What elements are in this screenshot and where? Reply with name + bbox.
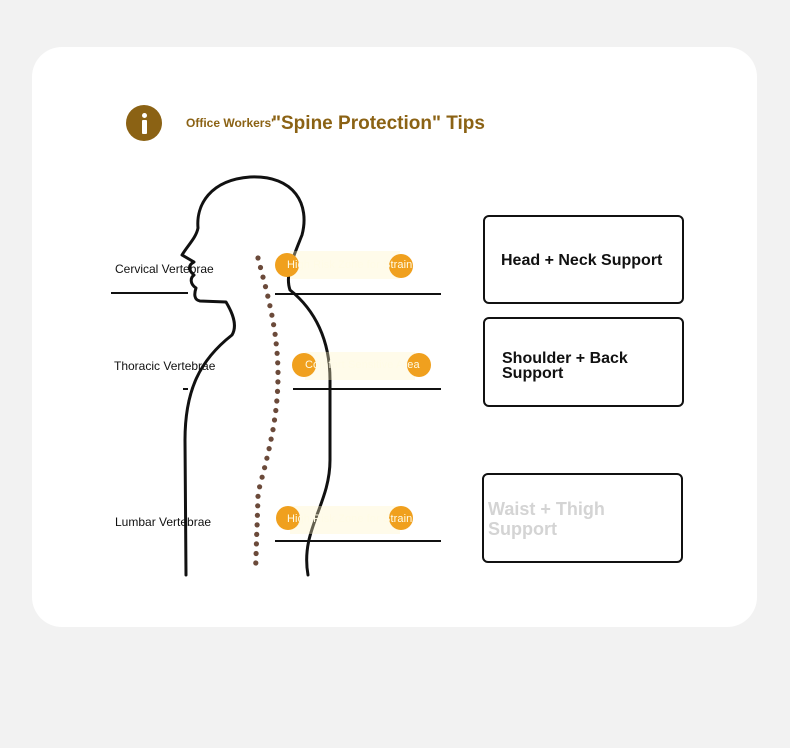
spine-dot	[265, 293, 271, 299]
spine-dot	[274, 398, 280, 404]
spine-dot	[262, 465, 268, 471]
spine-dot	[259, 474, 265, 480]
title-prefix: Office Workers'	[186, 116, 274, 130]
spine-dot	[273, 341, 279, 347]
spine-dot	[270, 427, 276, 433]
spine-dot	[275, 369, 281, 375]
spine-dot	[254, 512, 260, 518]
zone-label-2: Comfort Sensitive Area	[305, 359, 420, 371]
spine-dot	[275, 379, 281, 385]
spine-dot	[253, 560, 259, 566]
zone-marker-1b	[389, 254, 413, 278]
spine-dot	[255, 503, 261, 509]
support-label-waist-thigh: Waist + Thigh Support	[488, 499, 605, 539]
zone-marker-3a	[276, 506, 300, 530]
zone-label-3: High Risk Zone for Strain	[287, 513, 413, 525]
support-box-shoulder-back: Shoulder + Back Support	[483, 317, 684, 407]
spine-dot	[257, 484, 263, 490]
vertebra-label-lumbar: Lumbar Vertebrae	[115, 515, 212, 529]
spine-dot	[274, 388, 281, 394]
zone-marker-2b	[407, 353, 431, 377]
spine-dot	[262, 284, 269, 290]
spine-dot	[257, 264, 264, 271]
spine-dot	[255, 493, 261, 499]
zone-marker-2a	[292, 353, 316, 377]
spine-dot	[267, 303, 273, 309]
spine-dot	[269, 312, 275, 318]
vertebra-label-cervical: Cervical Vertebrae	[115, 262, 214, 276]
zone-marker-1a	[275, 253, 299, 277]
spine-dot	[274, 350, 280, 356]
spine-dot	[253, 550, 259, 557]
spine-dots	[253, 255, 281, 566]
spine-dot	[275, 360, 281, 366]
title-row: Office Workers' "Spine Protection" Tips	[126, 105, 485, 143]
head-body-outline	[180, 175, 332, 577]
support-label-shoulder-back: Shoulder + Back Support	[502, 350, 628, 382]
zone-marker-3b	[389, 506, 413, 530]
spine-dot	[273, 407, 279, 414]
zone-label-1: High Risk Zone for Strain	[287, 259, 413, 271]
spine-dot	[255, 255, 261, 261]
info-icon	[126, 105, 162, 141]
support-box-waist-thigh: Waist + Thigh Support	[482, 473, 683, 563]
spine-dot	[272, 331, 278, 337]
spine-dot	[254, 522, 260, 528]
spine-dot	[271, 417, 278, 423]
spine-dot	[271, 322, 277, 328]
spine-dot	[268, 436, 274, 442]
spine-dot	[254, 531, 260, 538]
support-box-head-neck: Head + Neck Support	[483, 215, 684, 304]
spine-dot	[264, 455, 270, 461]
spine-dot	[266, 446, 272, 452]
spine-dot	[260, 274, 266, 280]
vertebra-label-thoracic: Thoracic Vertebrae	[114, 359, 216, 373]
support-label-head-neck: Head + Neck Support	[501, 252, 663, 269]
title-main: "Spine Protection" Tips	[272, 113, 485, 134]
spine-dot	[253, 541, 259, 547]
